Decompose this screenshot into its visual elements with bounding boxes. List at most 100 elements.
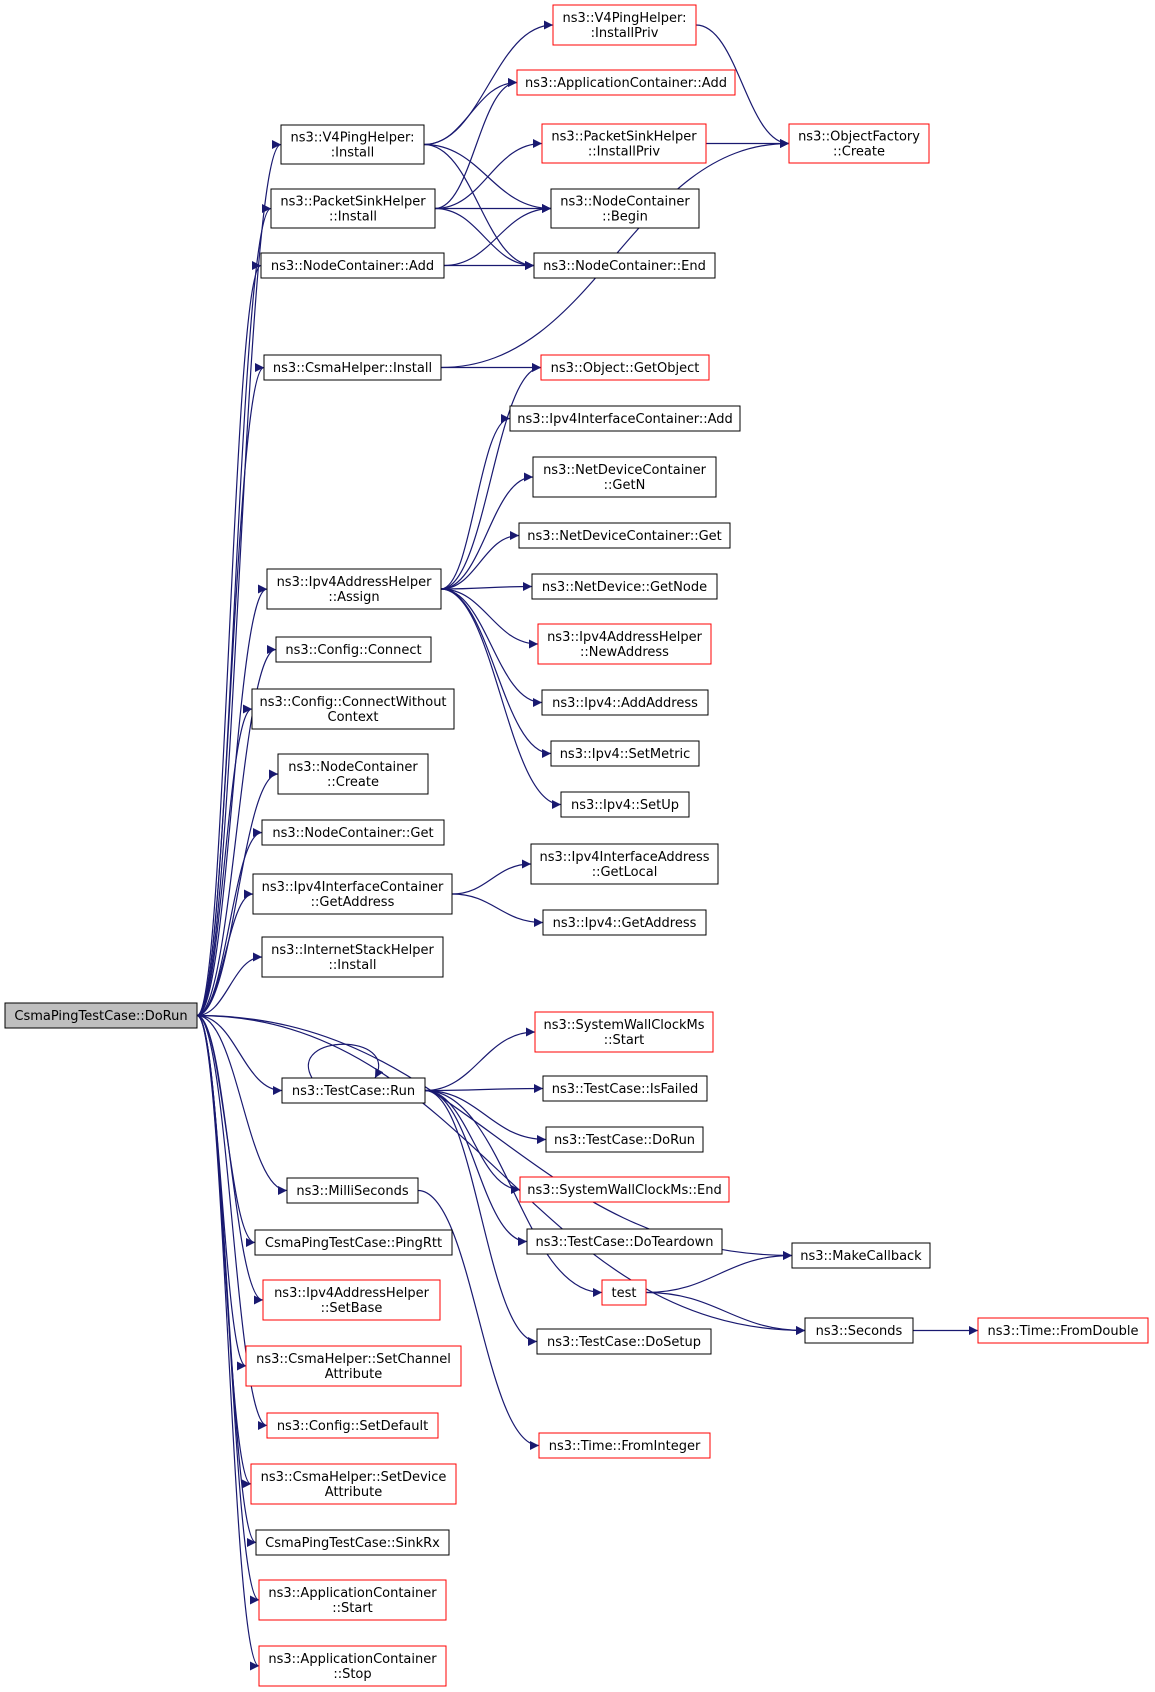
node-testcase_run[interactable]: ns3::TestCase::Run bbox=[281, 1077, 426, 1104]
node-testcase_dorun[interactable]: ns3::TestCase::DoRun bbox=[545, 1126, 704, 1153]
node-appcontainer_start[interactable]: ns3::ApplicationContainer::Start bbox=[258, 1579, 447, 1621]
node-label: ns3::ApplicationContainer::Add bbox=[525, 76, 727, 91]
node-seconds[interactable]: ns3::Seconds bbox=[804, 1317, 914, 1344]
edge-ipv4ifcontainer_getaddress-to-ipv4ifaddress_getlocal bbox=[451, 859, 532, 895]
node-box bbox=[261, 819, 445, 846]
node-time_frominteger[interactable]: ns3::Time::FromInteger bbox=[538, 1432, 711, 1459]
node-label: ::GetLocal bbox=[592, 865, 658, 880]
node-ipv4ifcontainer_add[interactable]: ns3::Ipv4InterfaceContainer::Add bbox=[509, 405, 741, 432]
node-label: ::Stop bbox=[333, 1667, 371, 1682]
node-box bbox=[530, 843, 719, 885]
edge-ipv4addrhelper_assign-to-ipv4_setup bbox=[440, 588, 562, 809]
node-label: ns3::NodeContainer bbox=[288, 760, 418, 775]
node-config_connect[interactable]: ns3::Config::Connect bbox=[275, 636, 432, 663]
node-millisec[interactable]: ns3::MilliSeconds bbox=[286, 1177, 419, 1204]
edge-packetsink_install-to-appcontainer_add bbox=[434, 78, 518, 210]
node-ipv4_setup[interactable]: ns3::Ipv4::SetUp bbox=[560, 791, 690, 818]
node-ipv4addrhelper_setbase[interactable]: ns3::Ipv4AddressHelper::SetBase bbox=[262, 1279, 441, 1321]
node-time_fromdouble[interactable]: ns3::Time::FromDouble bbox=[977, 1317, 1149, 1344]
node-box bbox=[266, 568, 442, 610]
edge-root-to-csmahelper_setchannelattr bbox=[196, 1014, 247, 1371]
node-systemwallclock_end[interactable]: ns3::SystemWallClockMs::End bbox=[519, 1176, 730, 1203]
node-makecallback[interactable]: ns3::MakeCallback bbox=[791, 1242, 931, 1269]
node-object_getobject[interactable]: ns3::Object::GetObject bbox=[540, 354, 710, 381]
node-label: ::SetBase bbox=[321, 1301, 383, 1316]
node-box bbox=[550, 740, 700, 767]
node-label: ns3::V4PingHelper: bbox=[563, 11, 687, 26]
edge-v4ping_installpriv-to-objectfactory_create bbox=[695, 24, 790, 148]
node-netdevcontainer_getn[interactable]: ns3::NetDeviceContainer::GetN bbox=[532, 456, 717, 498]
node-ipv4addrhelper_assign[interactable]: ns3::Ipv4AddressHelper::Assign bbox=[266, 568, 442, 610]
node-label: ns3::ObjectFactory bbox=[798, 130, 920, 145]
edge-root-to-csmahelper_install bbox=[196, 363, 265, 1017]
node-box bbox=[538, 1432, 711, 1459]
node-label: ns3::Ipv4AddressHelper bbox=[277, 575, 433, 590]
edge-testcase_run-to-testcase_dorun bbox=[424, 1089, 547, 1144]
node-objectfactory_create[interactable]: ns3::ObjectFactory::Create bbox=[788, 123, 930, 164]
node-box bbox=[542, 1075, 708, 1102]
node-sinkrx[interactable]: CsmaPingTestCase::SinkRx bbox=[255, 1529, 450, 1556]
node-ipv4addrhelper_newaddress[interactable]: ns3::Ipv4AddressHelper::NewAddress bbox=[537, 623, 712, 665]
node-ipv4ifcontainer_getaddress[interactable]: ns3::Ipv4InterfaceContainer::GetAddress bbox=[252, 873, 453, 915]
node-box bbox=[537, 623, 712, 665]
node-packetsink_installpriv[interactable]: ns3::PacketSinkHelper::InstallPriv bbox=[541, 123, 707, 164]
node-testcase_doteardown[interactable]: ns3::TestCase::DoTeardown bbox=[526, 1228, 723, 1255]
edge-testcase_run-to-systemwallclock_end bbox=[424, 1089, 521, 1194]
node-label: CsmaPingTestCase::SinkRx bbox=[265, 1536, 440, 1551]
node-box bbox=[601, 1279, 647, 1306]
node-box bbox=[262, 1279, 441, 1321]
node-config_setdefault[interactable]: ns3::Config::SetDefault bbox=[266, 1412, 439, 1439]
node-ipv4_addaddress[interactable]: ns3::Ipv4::AddAddress bbox=[541, 689, 709, 716]
edge-test-to-makecallback bbox=[645, 1251, 793, 1294]
node-box bbox=[4, 1002, 198, 1029]
node-box bbox=[277, 753, 429, 795]
node-label: ::Create bbox=[327, 775, 379, 790]
node-test[interactable]: test bbox=[601, 1279, 647, 1306]
node-testcase_isfailed[interactable]: ns3::TestCase::IsFailed bbox=[542, 1075, 708, 1102]
node-nodecontainer_create[interactable]: ns3::NodeContainer::Create bbox=[277, 753, 429, 795]
node-v4ping_install[interactable]: ns3::V4PingHelper::Install bbox=[280, 124, 425, 165]
node-ipv4ifaddress_getlocal[interactable]: ns3::Ipv4InterfaceAddress::GetLocal bbox=[530, 843, 719, 885]
node-ipv4_setmetric[interactable]: ns3::Ipv4::SetMetric bbox=[550, 740, 700, 767]
node-testcase_dosetup[interactable]: ns3::TestCase::DoSetup bbox=[536, 1328, 712, 1355]
nodes-layer: CsmaPingTestCase::DoRun ns3::V4PingHelper… bbox=[4, 4, 1149, 1687]
edge-packetsink_install-to-packetsink_installpriv bbox=[434, 139, 543, 210]
node-packetsink_install[interactable]: ns3::PacketSinkHelper::Install bbox=[270, 188, 436, 229]
node-label: ns3::Seconds bbox=[816, 1324, 903, 1339]
node-label: ns3::NetDeviceContainer bbox=[543, 463, 707, 478]
edge-root-to-testcase_run bbox=[196, 1014, 283, 1095]
node-nodecontainer_get[interactable]: ns3::NodeContainer::Get bbox=[261, 819, 445, 846]
node-internetstack_install[interactable]: ns3::InternetStackHelper::Install bbox=[261, 936, 444, 978]
node-label: ns3::MakeCallback bbox=[800, 1249, 922, 1264]
node-csmahelper_install[interactable]: ns3::CsmaHelper::Install bbox=[263, 354, 442, 381]
node-label: ns3::Time::FromDouble bbox=[988, 1324, 1139, 1339]
edge-root-to-millisec bbox=[196, 1014, 288, 1195]
node-nodecontainer_begin[interactable]: ns3::NodeContainer::Begin bbox=[550, 188, 700, 229]
node-appcontainer_stop[interactable]: ns3::ApplicationContainer::Stop bbox=[258, 1645, 447, 1687]
node-netdevcontainer_get[interactable]: ns3::NetDeviceContainer::Get bbox=[518, 522, 731, 549]
edge-ipv4ifcontainer_getaddress-to-ipv4_getaddress bbox=[451, 893, 544, 927]
edge-testcase_run-to-test bbox=[424, 1089, 603, 1297]
node-box bbox=[532, 456, 717, 498]
node-appcontainer_add[interactable]: ns3::ApplicationContainer::Add bbox=[516, 69, 736, 96]
edge-testcase_run-to-testcase_run bbox=[308, 1043, 384, 1079]
node-label: ::Assign bbox=[328, 590, 379, 605]
node-nodecontainer_end[interactable]: ns3::NodeContainer::End bbox=[533, 252, 716, 279]
node-box bbox=[255, 1529, 450, 1556]
node-pingrtt[interactable]: CsmaPingTestCase::PingRtt bbox=[254, 1229, 453, 1256]
edge-root-to-config_connectwithoutcontext bbox=[196, 704, 253, 1017]
node-v4ping_installpriv[interactable]: ns3::V4PingHelper::InstallPriv bbox=[552, 4, 697, 46]
node-box bbox=[266, 1412, 439, 1439]
node-root[interactable]: CsmaPingTestCase::DoRun bbox=[4, 1002, 198, 1029]
node-ipv4_getaddress[interactable]: ns3::Ipv4::GetAddress bbox=[542, 909, 707, 936]
edge-root-to-v4ping_install bbox=[196, 140, 282, 1017]
node-nodecontainer_add[interactable]: ns3::NodeContainer::Add bbox=[260, 252, 445, 279]
node-box bbox=[270, 188, 436, 229]
node-label: ::Begin bbox=[602, 210, 648, 225]
edges-layer bbox=[196, 20, 978, 1671]
node-systemwallclock_start[interactable]: ns3::SystemWallClockMs::Start bbox=[534, 1011, 714, 1053]
node-netdevice_getnode[interactable]: ns3::NetDevice::GetNode bbox=[531, 573, 718, 600]
